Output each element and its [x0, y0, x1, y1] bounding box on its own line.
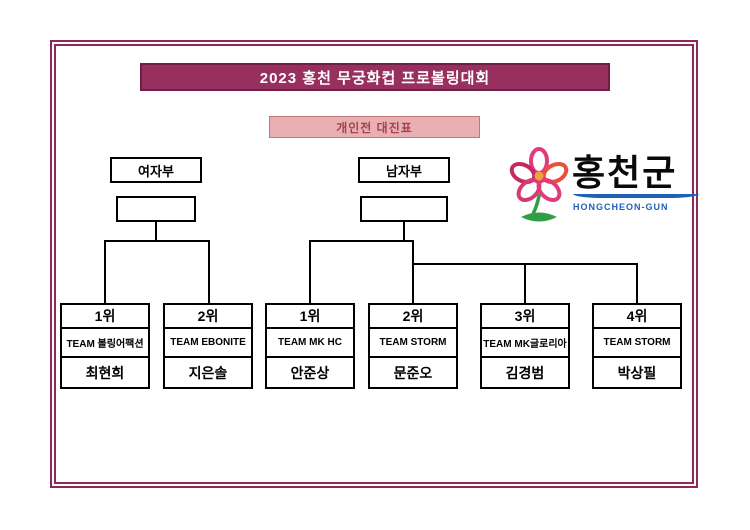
- player-label: 박상필: [592, 356, 682, 389]
- logo-text-block: 홍천군 HONGCHEON-GUN: [572, 153, 699, 212]
- entry-men-rank2: 2위 TEAM STORM 문준오: [368, 303, 458, 389]
- entry-men-rank3: 3위 TEAM MK글로리아 김경범: [480, 303, 570, 389]
- rank-label: 1위: [265, 303, 355, 329]
- mugunghwa-flower-icon: [509, 147, 569, 222]
- player-label: 안준상: [265, 356, 355, 389]
- entry-men-rank4: 4위 TEAM STORM 박상필: [592, 303, 682, 389]
- player-label: 최현희: [60, 356, 150, 389]
- logo-underline-swoosh: [573, 190, 699, 198]
- rank-label: 3위: [480, 303, 570, 329]
- rank-label: 2위: [163, 303, 253, 329]
- bracket-slot-men: [360, 196, 448, 222]
- bracket-line: [309, 240, 414, 242]
- entry-men-rank1: 1위 TEAM MK HC 안준상: [265, 303, 355, 389]
- team-label: TEAM STORM: [592, 327, 682, 358]
- player-label: 문준오: [368, 356, 458, 389]
- bracket-line: [104, 240, 106, 303]
- bracket-subtitle: 개인전 대진표: [269, 116, 480, 138]
- bracket-line: [412, 240, 414, 303]
- team-label: TEAM EBONITE: [163, 327, 253, 358]
- bracket-line: [403, 221, 405, 241]
- bracket-line: [309, 240, 311, 303]
- bracket-slot-women: [116, 196, 196, 222]
- team-label: TEAM STORM: [368, 327, 458, 358]
- tournament-title: 2023 홍천 무궁화컵 프로볼링대회: [140, 63, 610, 91]
- logo-english-text: HONGCHEON-GUN: [573, 201, 669, 212]
- rank-label: 1위: [60, 303, 150, 329]
- division-women-label: 여자부: [110, 157, 202, 183]
- bracket-line: [104, 240, 210, 242]
- bracket-line: [208, 240, 210, 303]
- team-label: TEAM MK HC: [265, 327, 355, 358]
- player-label: 김경범: [480, 356, 570, 389]
- hongcheon-gun-logo: 홍천군 HONGCHEON-GUN: [508, 145, 700, 240]
- logo-korean-text: 홍천군: [572, 152, 678, 193]
- entry-women-rank1: 1위 TEAM 볼링어팩션 최현희: [60, 303, 150, 389]
- entry-women-rank2: 2위 TEAM EBONITE 지은솔: [163, 303, 253, 389]
- bracket-line: [636, 263, 638, 303]
- team-label: TEAM MK글로리아: [480, 327, 570, 358]
- rank-label: 4위: [592, 303, 682, 329]
- division-men-label: 남자부: [358, 157, 450, 183]
- player-label: 지은솔: [163, 356, 253, 389]
- team-label: TEAM 볼링어팩션: [60, 327, 150, 358]
- rank-label: 2위: [368, 303, 458, 329]
- bracket-line: [524, 263, 526, 303]
- bracket-line: [155, 221, 157, 241]
